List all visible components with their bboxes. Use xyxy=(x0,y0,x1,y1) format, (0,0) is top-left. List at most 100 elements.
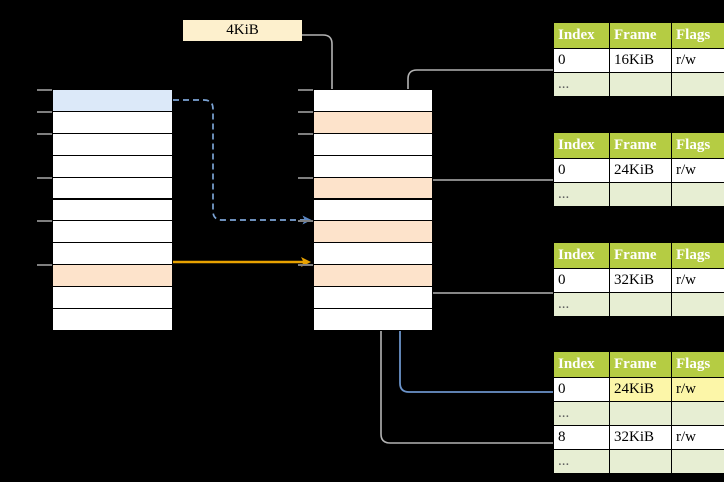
cell-index: ... xyxy=(553,292,610,317)
cell-frame: 32KiB xyxy=(609,268,672,293)
column-header-index: Index xyxy=(553,242,610,269)
cell-flags: r/w xyxy=(671,425,724,450)
cell-index: 0 xyxy=(553,158,610,183)
cell-frame xyxy=(609,292,672,317)
cell-flags: r/w xyxy=(671,158,724,183)
left-row xyxy=(52,89,173,112)
row-tick-mark xyxy=(37,110,52,113)
column-header-flags: Flags xyxy=(671,22,724,49)
wire-table2-to-frame xyxy=(416,179,553,218)
column-header-frame: Frame xyxy=(609,132,672,159)
middle-row xyxy=(313,176,433,200)
cell-index: ... xyxy=(553,401,610,426)
cell-index: ... xyxy=(553,182,610,207)
middle-row xyxy=(313,198,433,222)
middle-row xyxy=(313,89,433,112)
row-tick-mark xyxy=(298,264,313,267)
left-row xyxy=(52,198,173,222)
left-row xyxy=(52,308,173,331)
table-row-ellipsis: ... xyxy=(553,292,724,317)
row-tick-mark xyxy=(298,89,313,91)
cell-flags xyxy=(671,72,724,97)
cell-frame xyxy=(609,72,672,97)
column-header-index: Index xyxy=(553,351,610,378)
cell-flags: r/w xyxy=(671,48,724,73)
row-tick-mark xyxy=(37,89,52,91)
cell-flags xyxy=(671,449,724,474)
cell-index: 0 xyxy=(553,48,610,73)
middle-row xyxy=(313,110,433,134)
cell-flags xyxy=(671,182,724,207)
wire-chip-to-frame xyxy=(302,34,336,114)
middle-row xyxy=(313,308,433,331)
left-row xyxy=(52,176,173,200)
left-row xyxy=(52,286,173,309)
middle-row xyxy=(313,242,433,266)
middle-row xyxy=(313,132,433,156)
cell-index: 8 xyxy=(553,425,610,450)
middle-row xyxy=(313,154,433,178)
row-tick-mark xyxy=(298,176,313,179)
column-header-flags: Flags xyxy=(671,242,724,269)
row-tick-mark xyxy=(37,220,52,223)
cell-frame: 32KiB xyxy=(609,425,672,450)
left-row xyxy=(52,242,173,266)
cell-frame: 16KiB xyxy=(609,48,672,73)
column-header-frame: Frame xyxy=(609,242,672,269)
table-row-ellipsis: ... xyxy=(553,72,724,97)
left-row xyxy=(52,220,173,244)
cell-flags: r/w xyxy=(671,268,724,293)
cell-frame xyxy=(609,182,672,207)
left-row xyxy=(52,110,173,134)
cell-flags xyxy=(671,292,724,317)
row-tick-mark xyxy=(298,110,313,113)
middle-row xyxy=(313,220,433,244)
cell-frame: 24KiB xyxy=(609,377,672,402)
cell-index: 0 xyxy=(553,377,610,402)
cell-flags: r/w xyxy=(671,377,724,402)
wire-table3-to-frame xyxy=(416,265,553,294)
middle-row xyxy=(313,286,433,309)
column-header-frame: Frame xyxy=(609,22,672,49)
wire-table4-row0-to-frame xyxy=(395,219,553,393)
wire-table4-row8-to-frame xyxy=(377,265,553,444)
cell-flags xyxy=(671,401,724,426)
left-row xyxy=(52,154,173,178)
physical-memory-panel xyxy=(313,89,433,331)
cell-index: 0 xyxy=(553,268,610,293)
table-row-ellipsis: ... xyxy=(553,182,724,207)
column-header-index: Index xyxy=(553,22,610,49)
frame-size-chip: 4KiB xyxy=(183,20,302,41)
row-tick-mark xyxy=(37,264,52,267)
row-tick-mark xyxy=(37,176,52,179)
column-header-flags: Flags xyxy=(671,132,724,159)
row-tick-mark xyxy=(298,220,313,223)
cell-frame xyxy=(609,449,672,474)
cell-frame: 24KiB xyxy=(609,158,672,183)
left-row xyxy=(52,132,173,156)
frame-size-label: 4KiB xyxy=(226,22,259,38)
table-row-ellipsis: ... xyxy=(553,449,724,474)
cell-index: ... xyxy=(553,72,610,97)
middle-row xyxy=(313,264,433,288)
wire-table1-to-frame xyxy=(404,69,553,177)
wire-page-to-frame-dashed xyxy=(173,99,312,225)
column-header-index: Index xyxy=(553,132,610,159)
row-tick-mark xyxy=(298,132,313,135)
cell-index: ... xyxy=(553,449,610,474)
column-header-frame: Frame xyxy=(609,351,672,378)
row-tick-mark xyxy=(37,132,52,135)
column-header-flags: Flags xyxy=(671,351,724,378)
left-row xyxy=(52,264,173,288)
table-row-ellipsis: ... xyxy=(553,401,724,426)
